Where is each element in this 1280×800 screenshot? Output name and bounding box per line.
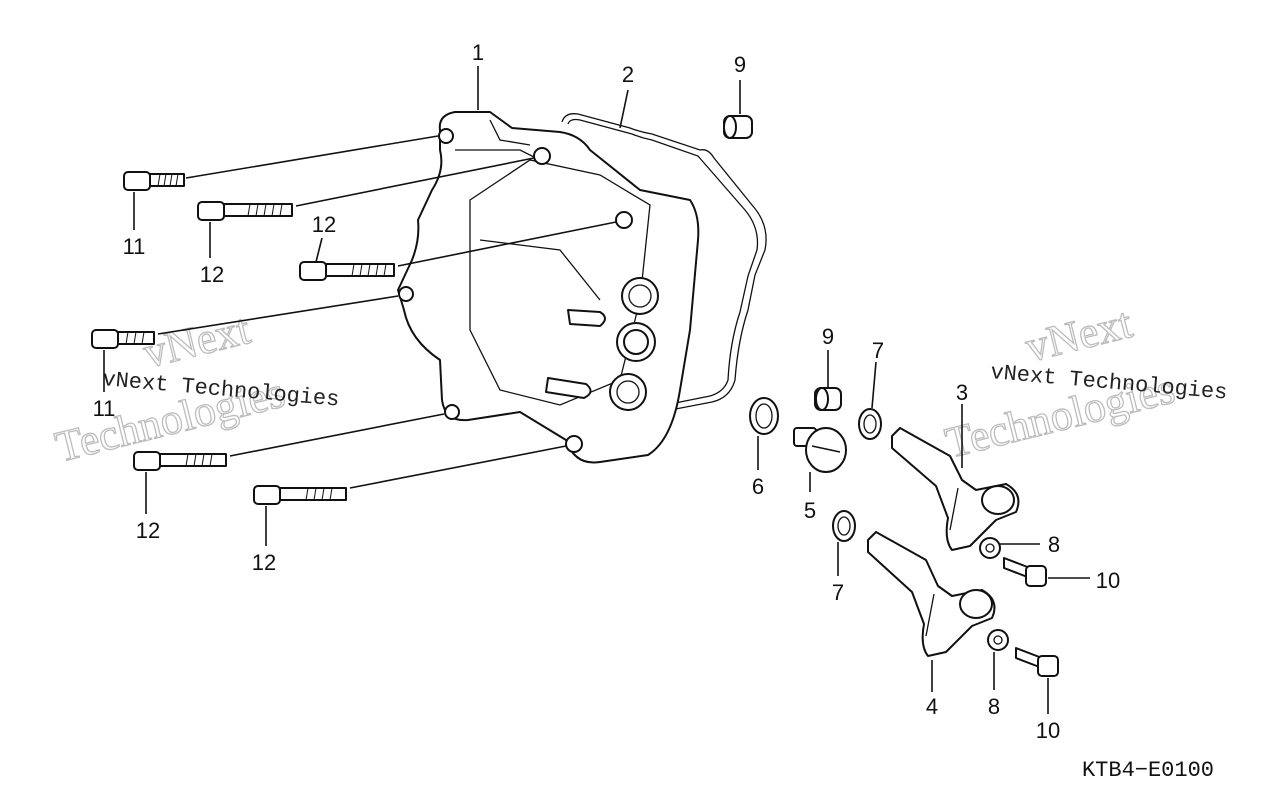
callout-10-top: 10	[1096, 568, 1120, 593]
watermark-left-big-1: vNext	[139, 304, 255, 378]
bolt-12-c	[133, 413, 445, 471]
dowel-pin-middle	[814, 387, 842, 411]
callout-8-bottom: 8	[988, 694, 1000, 719]
bolt-10-bottom	[1015, 647, 1059, 677]
washer-6	[749, 397, 779, 435]
callout-8-top: 8	[1048, 532, 1060, 557]
callout-12-d: 12	[252, 550, 276, 575]
callout-9-top: 9	[734, 52, 746, 77]
shift-arm-upper	[891, 427, 1020, 551]
callout-labels: 1 2 3 4 5 6 7 7 8 8 9 9 10 10 11 11 12 1…	[93, 40, 1121, 743]
bolt-10-top	[1003, 557, 1047, 587]
plug-bolt	[793, 427, 847, 473]
callout-11-middle: 11	[93, 396, 116, 421]
nut-8-bottom	[987, 629, 1009, 651]
dowel-pin-top	[723, 115, 753, 139]
callout-12-b: 12	[312, 212, 336, 237]
washer-7-top	[858, 408, 882, 440]
gasket	[561, 113, 767, 413]
bolt-12-a	[197, 157, 535, 221]
diagram-code: KTB4−E0100	[1082, 758, 1214, 783]
washer-7-bottom	[832, 510, 856, 542]
callout-2: 2	[622, 62, 634, 87]
crankcase-cover	[397, 111, 700, 464]
nut-8-top	[979, 537, 1001, 559]
shift-arm-lower	[867, 531, 996, 657]
callout-6: 6	[752, 474, 764, 499]
bolt-12-d	[253, 445, 567, 505]
callout-3: 3	[956, 380, 968, 405]
callout-1: 1	[472, 40, 484, 65]
callout-11-top: 11	[123, 234, 146, 259]
callout-leaders	[103, 66, 1090, 714]
callout-12-a: 12	[200, 262, 224, 287]
callout-9-middle: 9	[822, 324, 834, 349]
callout-10-bottom: 10	[1036, 718, 1060, 743]
callout-5: 5	[804, 498, 816, 523]
callout-4: 4	[926, 694, 938, 719]
callout-7-top: 7	[872, 338, 884, 363]
callout-7-bottom: 7	[832, 580, 844, 605]
bolts	[91, 135, 617, 505]
callout-12-c: 12	[136, 518, 160, 543]
watermark-right-big-1: vNext	[1021, 298, 1137, 372]
